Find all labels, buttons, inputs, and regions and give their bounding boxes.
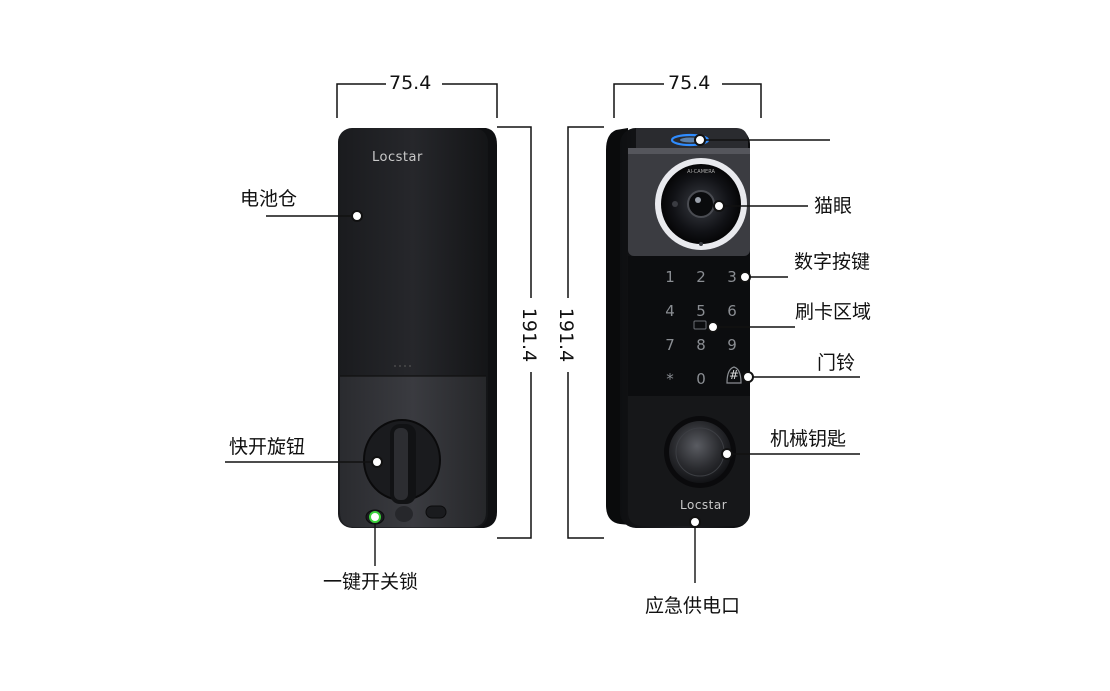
dot-emergency-power xyxy=(689,516,701,528)
dim-line-right-height-a xyxy=(567,126,604,298)
dot-peephole xyxy=(713,200,725,212)
camera-lens-icon: AI-CAMERA xyxy=(655,158,747,250)
dim-line-left-width-b xyxy=(442,83,498,118)
dim-line-right-height-b xyxy=(567,372,604,539)
dim-line-left-height-a xyxy=(497,126,532,298)
key-4: 4 xyxy=(665,302,675,320)
dimension-lines xyxy=(336,83,762,539)
keypad-panel xyxy=(628,256,750,396)
key-8: 8 xyxy=(696,336,706,354)
doorbell-icon xyxy=(726,366,742,384)
dot-doorbell xyxy=(742,371,754,383)
key-star: * xyxy=(666,370,674,388)
label-mechanical-key: 机械钥匙 xyxy=(770,428,847,450)
label-one-touch-lock: 一键开关锁 xyxy=(323,571,419,593)
label-emergency-power: 应急供电口 xyxy=(645,595,741,617)
dot-thumb-turn xyxy=(371,456,383,468)
label-keypad: 数字按键 xyxy=(794,251,871,273)
dim-height-right: 191.4 xyxy=(555,304,578,366)
key-9: 9 xyxy=(727,336,737,354)
key-3: 3 xyxy=(727,268,737,286)
dot-battery xyxy=(351,210,363,222)
back-unit xyxy=(338,128,497,528)
back-brand-logo: Locstar xyxy=(372,150,423,165)
dot-mechanical-key xyxy=(721,448,733,460)
dim-line-right-width-b xyxy=(722,83,762,118)
back-unit-vent-dots xyxy=(394,365,411,367)
dot-status-light xyxy=(694,134,706,146)
key-7: 7 xyxy=(665,336,675,354)
label-peephole: 猫眼 xyxy=(814,195,853,217)
dim-line-right-width-a xyxy=(613,83,664,118)
leader-dots xyxy=(351,134,754,528)
back-unit-screw xyxy=(395,506,413,522)
label-card-area: 刷卡区域 xyxy=(795,301,872,323)
key-2: 2 xyxy=(696,268,706,286)
key-5: 5 xyxy=(696,302,706,320)
camera-panel-highlight xyxy=(628,148,750,154)
dim-height-left: 191.4 xyxy=(518,304,541,366)
thumb-turn-knob xyxy=(363,419,441,504)
back-unit-slot xyxy=(425,505,447,519)
mechanical-key-knob xyxy=(664,416,736,488)
card-reader-icon xyxy=(693,320,707,330)
dot-keypad xyxy=(739,271,751,283)
leader-lines xyxy=(225,139,860,583)
dim-line-left-height-b xyxy=(497,372,532,539)
dim-width-right: 75.4 xyxy=(665,72,714,94)
dot-card-area xyxy=(707,321,719,333)
key-1: 1 xyxy=(665,268,675,286)
label-thumb-turn: 快开旋钮 xyxy=(229,436,306,458)
dim-line-left-width-a xyxy=(336,83,386,118)
svg-text:AI-CAMERA: AI-CAMERA xyxy=(687,169,715,175)
dot-one-touch xyxy=(369,511,381,523)
label-battery-compartment: 电池仓 xyxy=(240,188,298,210)
dim-width-left: 75.4 xyxy=(386,72,435,94)
label-doorbell: 门铃 xyxy=(817,352,856,374)
key-0: 0 xyxy=(696,370,706,388)
key-6: 6 xyxy=(727,302,737,320)
front-unit: AI-CAMERA xyxy=(606,128,750,528)
key-hash: # xyxy=(728,368,740,382)
front-brand-logo: Locstar xyxy=(680,498,728,512)
